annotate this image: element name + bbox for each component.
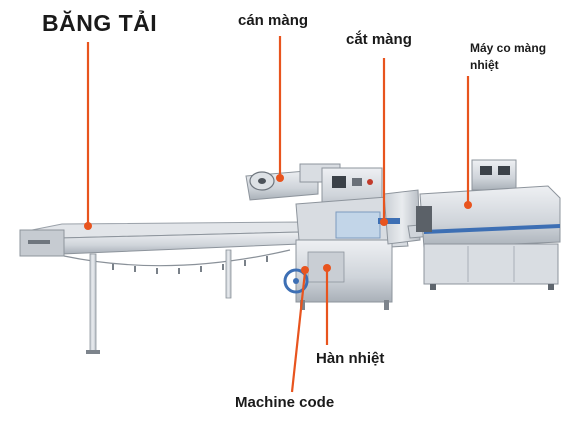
- pointer-dot-machine-code: [301, 266, 309, 274]
- label-heat-seal: Hàn nhiệt: [316, 350, 385, 367]
- main-machine-body: [283, 167, 433, 310]
- pointer-dot-heat-seal: [323, 264, 331, 272]
- pointer-dot-conveyor: [84, 222, 92, 230]
- label-film-cut: cắt màng: [346, 31, 412, 48]
- label-shrink-machine-line1: Máy co màng: [470, 41, 547, 55]
- label-film-roll: cán màng: [238, 12, 309, 29]
- pointer-machine-code: [290, 271, 307, 393]
- label-shrink-machine-line2: nhiệt: [470, 58, 499, 72]
- shrink-tunnel: [416, 159, 561, 290]
- label-machine-code: Machine code: [235, 394, 335, 411]
- pointer-dot-film-roll: [276, 174, 284, 182]
- pointer-dot-shrink: [464, 201, 472, 209]
- pointer-lines: [84, 36, 472, 393]
- label-conveyor: BĂNG TẢI: [42, 10, 158, 36]
- label-shrink-machine: Máy co màng nhiệt: [470, 40, 570, 74]
- conveyor: [19, 221, 301, 354]
- pointer-dot-film-cut: [380, 218, 388, 226]
